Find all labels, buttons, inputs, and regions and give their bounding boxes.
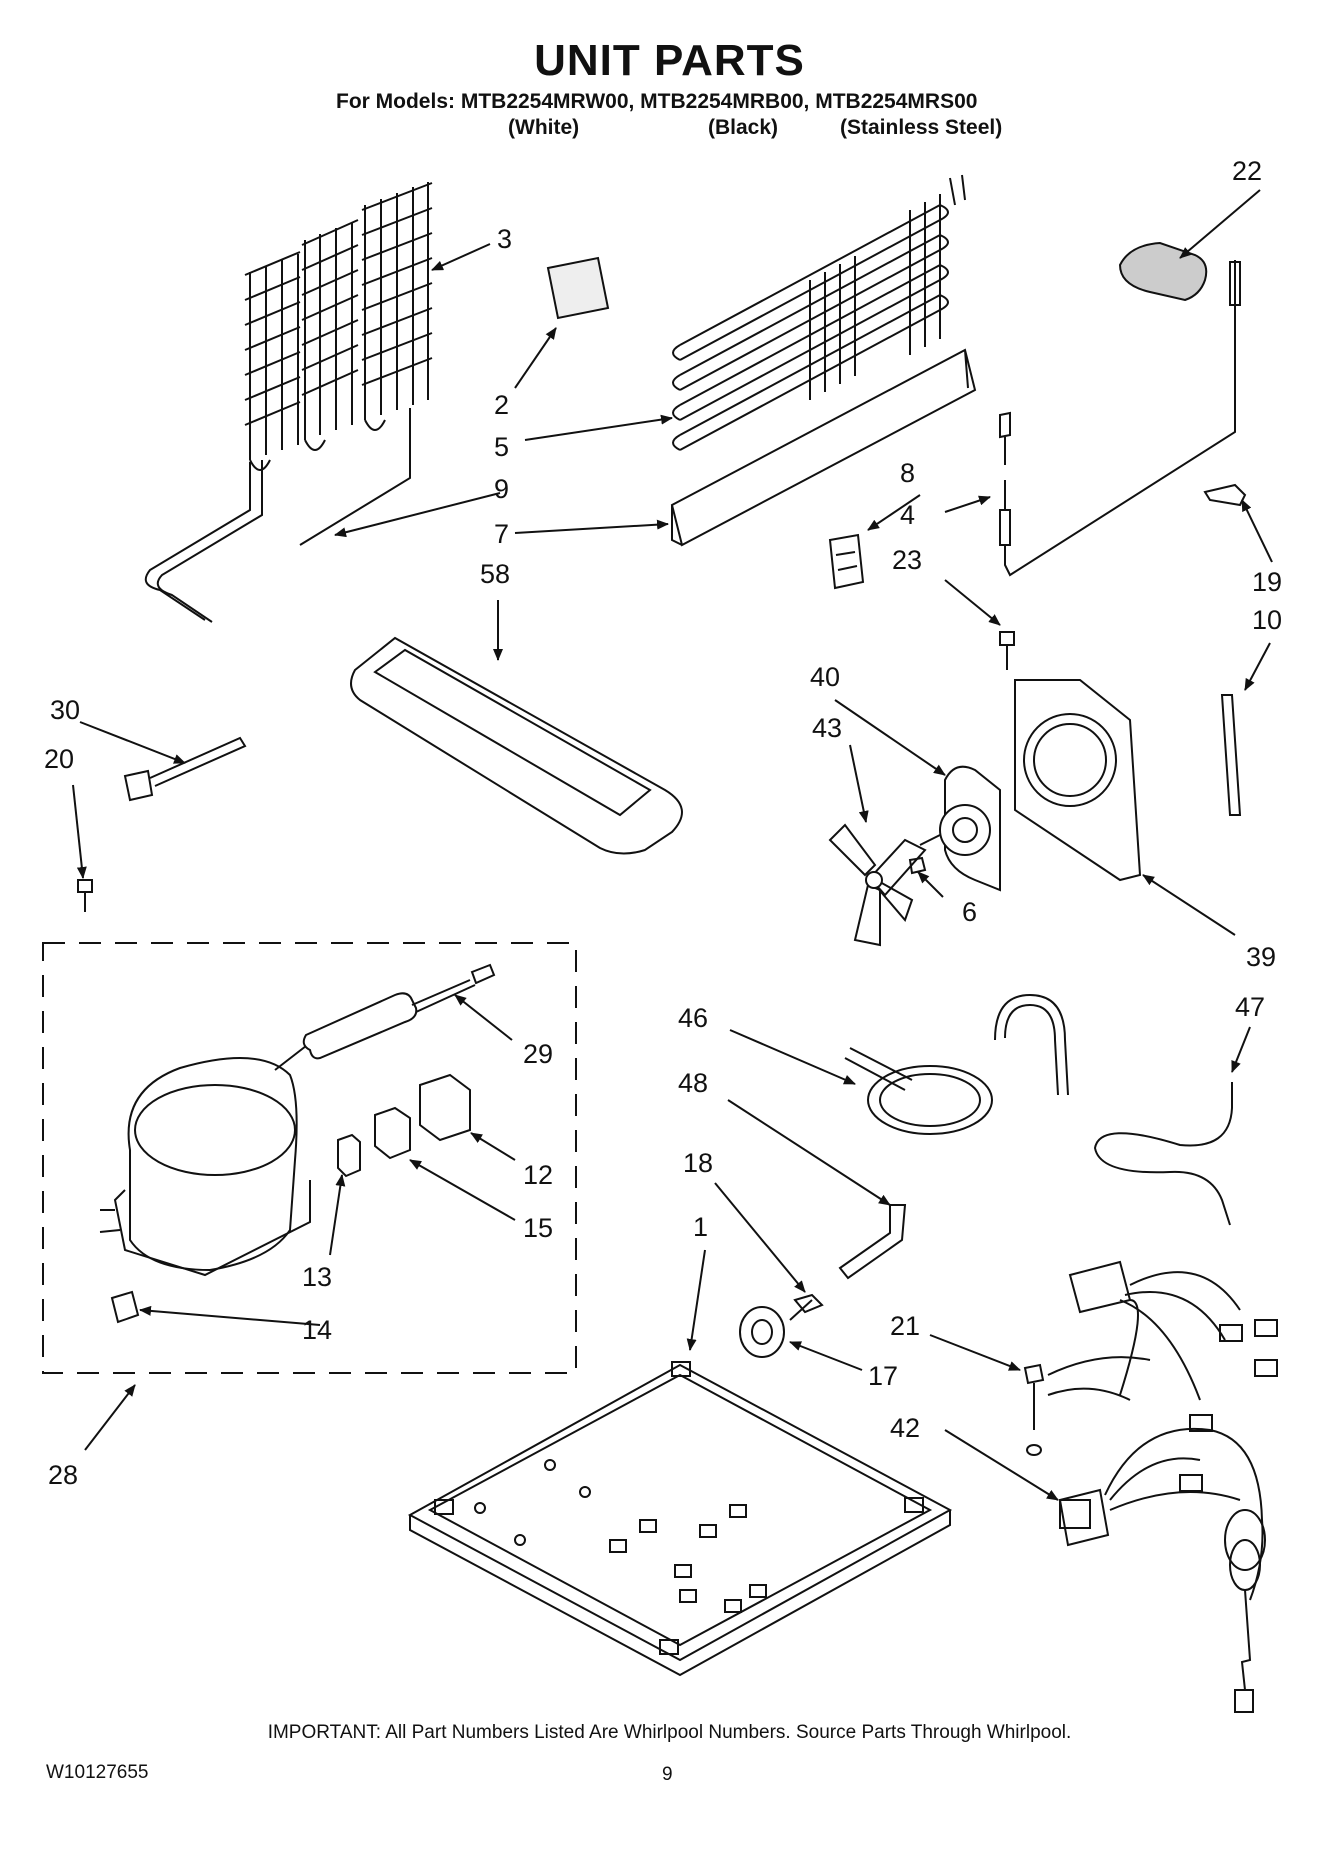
wire-harness-drawing [1047, 1260, 1278, 1713]
callout-39: 39 [1246, 942, 1276, 972]
callout-labels: 3 2 5 9 7 58 8 4 23 22 19 10 40 43 6 39 … [44, 156, 1282, 1490]
callout-12: 12 [523, 1160, 553, 1190]
condenser-coil-drawing [144, 182, 433, 623]
cover-drawing [1118, 241, 1208, 302]
callout-13: 13 [302, 1262, 332, 1292]
callout-29: 29 [523, 1039, 553, 1069]
screw-23-drawing [999, 631, 1015, 670]
compressor-drawing [99, 1057, 311, 1277]
callout-21: 21 [890, 1311, 920, 1341]
leader-lines [72, 189, 1273, 1501]
important-note: IMPORTANT: All Part Numbers Listed Are W… [267, 1722, 1072, 1743]
variant-white: (White) [508, 116, 580, 139]
roller-drawing [739, 1306, 785, 1358]
callout-17: 17 [868, 1361, 898, 1391]
screw-21-drawing [1023, 1363, 1045, 1430]
callout-9: 9 [494, 474, 509, 504]
sensor-wire-drawing [999, 260, 1236, 577]
fan-shroud-drawing [1014, 679, 1142, 882]
callout-30: 30 [50, 695, 80, 725]
suction-tube-drawing [844, 993, 1069, 1135]
drain-trough-drawing [670, 348, 977, 547]
relay-drawing [419, 1073, 471, 1142]
callout-8: 8 [900, 458, 915, 488]
callout-23: 23 [892, 545, 922, 575]
fan-motor-drawing [919, 765, 1001, 892]
callout-7: 7 [494, 519, 509, 549]
fan-blade-drawing [828, 823, 927, 947]
screw-6-drawing [908, 856, 927, 875]
grommet-drawing [110, 1290, 140, 1324]
callout-1: 1 [693, 1212, 708, 1242]
compressor-assembly-boundary [42, 942, 577, 1374]
callout-28: 28 [48, 1460, 78, 1490]
evaporator-coil-drawing [672, 174, 966, 451]
callout-42: 42 [890, 1413, 920, 1443]
callout-48: 48 [678, 1068, 708, 1098]
tube-48-drawing [838, 1204, 907, 1280]
callout-43: 43 [812, 713, 842, 743]
drain-pan-drawing [350, 636, 683, 855]
bolt-drawing [789, 1293, 824, 1321]
page-title: UNIT PARTS [534, 36, 805, 85]
page-number: 9 [662, 1764, 673, 1785]
callout-6: 6 [962, 897, 977, 927]
callout-4: 4 [900, 500, 915, 530]
callout-15: 15 [523, 1213, 553, 1243]
callout-58: 58 [480, 559, 510, 589]
callout-47: 47 [1235, 992, 1265, 1022]
clip-drawing [828, 533, 865, 590]
callout-22: 22 [1232, 156, 1262, 186]
thermistor-drawing [1229, 261, 1241, 330]
callout-40: 40 [810, 662, 840, 692]
callout-18: 18 [683, 1148, 713, 1178]
variant-black: (Black) [708, 116, 779, 139]
drier-drawing [274, 963, 496, 1071]
callout-19: 19 [1252, 567, 1282, 597]
clip-19-drawing [1203, 483, 1247, 507]
variant-stainless: (Stainless Steel) [840, 116, 1003, 139]
callout-3: 3 [497, 224, 512, 254]
callout-14: 14 [302, 1315, 332, 1345]
model-list: For Models: MTB2254MRW00, MTB2254MRB00, … [336, 90, 978, 113]
callout-20: 20 [44, 744, 74, 774]
base-frame-drawing [407, 1361, 953, 1677]
gasket-strip-drawing [1220, 694, 1242, 816]
document-number: W10127655 [46, 1762, 149, 1783]
cable-tie-drawing [123, 736, 247, 802]
screw-20-drawing [77, 879, 93, 912]
callout-46: 46 [678, 1003, 708, 1033]
filter-pad-drawing [546, 256, 610, 320]
terminal-drawing [337, 1133, 361, 1178]
callout-10: 10 [1252, 605, 1282, 635]
overload-drawing [374, 1106, 411, 1160]
callout-2: 2 [494, 390, 509, 420]
callout-5: 5 [494, 432, 509, 462]
tube-47-drawing [1093, 1082, 1233, 1226]
